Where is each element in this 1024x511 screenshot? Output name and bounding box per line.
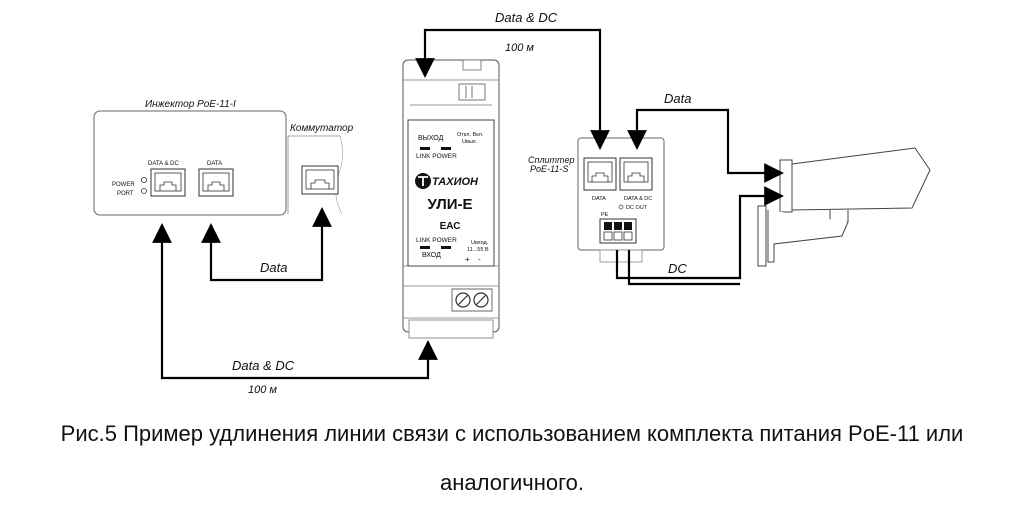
power-led-icon (441, 147, 451, 150)
extender-link-power-top: LINK POWER (416, 153, 457, 160)
splitter-pe-label: PE (601, 212, 609, 218)
injector-port-label: PORT (117, 191, 134, 197)
link-led-icon (420, 246, 430, 249)
rj45-port-icon (150, 168, 186, 197)
splitter-dcout-label: DC OUT (626, 205, 648, 211)
extender-device: ВЫХОД Откл. Вкл. Uвых. LINK POWER ТАХИОН… (402, 59, 500, 339)
extender-plus: + (465, 255, 470, 264)
injector-port2-label: DATA (207, 161, 222, 167)
rj45-port-icon (198, 168, 234, 197)
extender-link-power-bottom: LINK POWER (416, 237, 457, 244)
extender-out-label: ВЫХОД (418, 135, 444, 142)
extender-brand: ТАХИОН (432, 176, 479, 188)
injector-title: Инжектор PoE-11-I (145, 99, 236, 110)
top-link-label: Data & DC (495, 10, 558, 25)
injector-power-label: POWER (112, 182, 135, 188)
dc-led-icon (618, 204, 624, 210)
screw-terminal-icon (451, 288, 493, 312)
splitter-port1-label: DATA (592, 196, 606, 202)
eac-mark: ЕАС (440, 221, 461, 232)
bottom-link-label: Data & DC (232, 358, 295, 373)
splitter-title-1: Сплиттер (528, 155, 575, 165)
network-switch: Коммутатор (287, 123, 354, 215)
splitter-port2-label: DATA & DC (624, 196, 652, 202)
splitter-device: Сплиттер PoE-11-S DATA DATA & DC DC OUT … (528, 137, 665, 263)
rj45-port-icon (583, 157, 617, 191)
power-led-icon (441, 246, 451, 249)
power-led-icon (141, 177, 147, 183)
splitter-title-2: PoE-11-S (530, 164, 568, 174)
connection-lines (152, 28, 784, 380)
injector-port1-label: DATA & DC (148, 161, 179, 167)
switch-title: Коммутатор (290, 123, 354, 134)
figure-caption-line2: аналогичного. (440, 470, 584, 495)
bottom-distance-label: 100 м (248, 384, 277, 396)
terminal-block-icon (599, 218, 637, 244)
extender-switch-label-2: Uвых. (462, 139, 478, 145)
rj45-port-icon (301, 165, 339, 195)
dc-link-label: DC (668, 261, 687, 276)
network-diagram: Инжектор PoE-11-I DATA & DC DATA POWER P… (93, 10, 931, 396)
extender-minus: - (478, 255, 481, 264)
injector-body (93, 110, 287, 216)
injector: Инжектор PoE-11-I DATA & DC DATA POWER P… (93, 99, 287, 216)
extender-switch-label-1: Откл. Вкл. (457, 132, 484, 138)
link-led-icon (420, 147, 430, 150)
extender-in-label: ВХОД (422, 252, 441, 259)
data-link-label: Data (260, 260, 287, 275)
data-link-right-label: Data (664, 91, 691, 106)
extender-input-voltage-1: Uвход. (471, 240, 489, 246)
extender-input-voltage-2: 11...55 В (467, 247, 489, 253)
figure-caption-line1: Рис.5 Пример удлинения линии связи с исп… (60, 421, 964, 446)
camera-icon (757, 147, 931, 267)
rj45-port-icon (619, 157, 653, 191)
top-distance-label: 100 м (505, 42, 534, 54)
extender-model: УЛИ-Е (427, 196, 472, 213)
port-led-icon (141, 188, 147, 194)
